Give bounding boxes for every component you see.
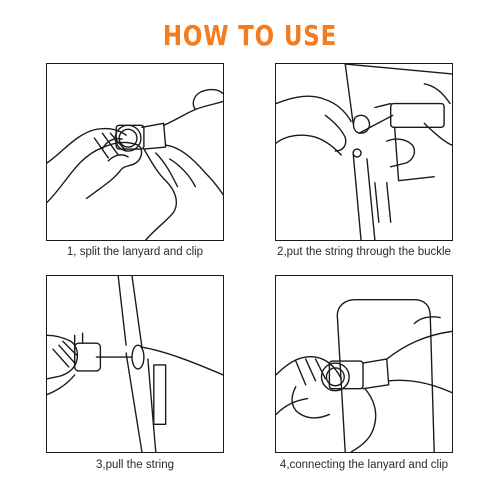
step-2-caption: 2,put the string through the buckle xyxy=(277,246,451,258)
thread-string-drawing xyxy=(276,64,452,240)
step-4-illustration xyxy=(275,275,453,453)
pull-string-drawing xyxy=(47,276,223,452)
step-4-caption: 4,connecting the lanyard and clip xyxy=(279,459,449,471)
step-3-illustration xyxy=(46,275,224,453)
step-1-caption: 1, split the lanyard and clip xyxy=(66,246,204,258)
step-2-illustration xyxy=(275,63,453,241)
step-3-caption: 3,pull the string xyxy=(96,459,174,471)
step-1-illustration xyxy=(46,63,224,241)
split-lanyard-drawing xyxy=(47,88,223,240)
page-title: HOW TO USE xyxy=(162,19,338,52)
connect-lanyard-drawing xyxy=(276,299,452,452)
